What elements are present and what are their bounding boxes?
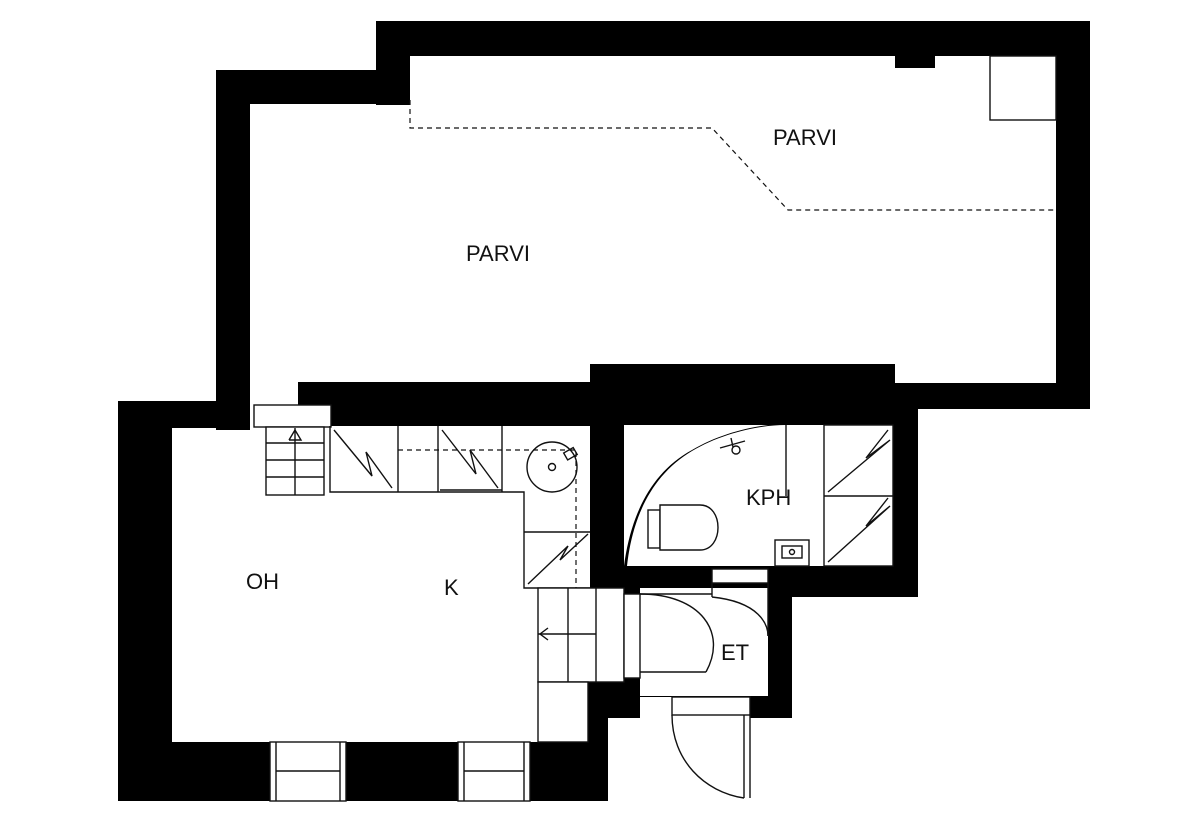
wall-bath-bottom bbox=[768, 569, 918, 597]
loft-boundary-dashed bbox=[409, 100, 1056, 211]
label-parvi-main: PARVI bbox=[466, 241, 530, 266]
label-parvi-upper: PARVI bbox=[773, 125, 837, 150]
wall-living-bottom bbox=[118, 742, 608, 801]
wall-loft-bottom-right bbox=[895, 383, 1090, 409]
loft-corner-box bbox=[989, 55, 1057, 121]
bathroom-fixtures bbox=[647, 424, 894, 567]
wall-living-left bbox=[118, 401, 172, 801]
wall-notch bbox=[895, 56, 935, 68]
windows bbox=[269, 741, 531, 802]
loft-stairs bbox=[253, 404, 332, 496]
entry-doors bbox=[639, 568, 769, 799]
kitchen-counter bbox=[329, 426, 590, 589]
wall-ledge bbox=[298, 382, 590, 426]
window-frame-oh bbox=[269, 741, 347, 802]
entry-stairs bbox=[537, 587, 641, 743]
label-et: ET bbox=[721, 640, 749, 665]
wall-core-column bbox=[590, 425, 624, 588]
window-frame-k bbox=[457, 741, 531, 802]
label-oh: OH bbox=[246, 569, 279, 594]
wall-bath-right bbox=[893, 409, 918, 597]
label-k: K bbox=[444, 575, 459, 600]
wall-loft-right bbox=[1056, 21, 1090, 409]
room-labels: PARVI PARVI KPH OH K ET bbox=[246, 125, 837, 665]
label-kph: KPH bbox=[746, 485, 791, 510]
wall-living-top-left bbox=[118, 401, 250, 428]
wall-loft-top bbox=[376, 21, 1090, 56]
wall-loft-left bbox=[216, 70, 250, 430]
